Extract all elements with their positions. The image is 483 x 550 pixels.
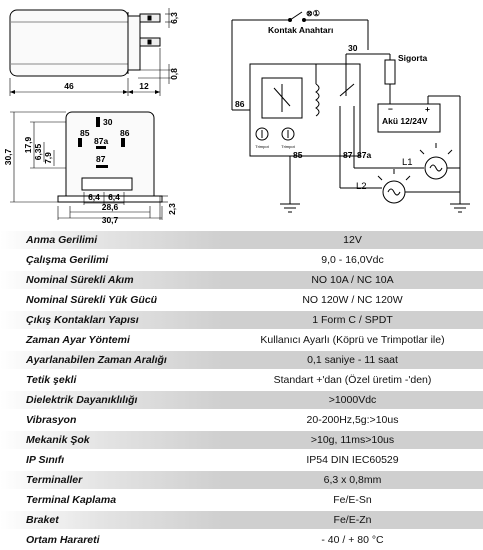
spec-label: Dielektrik Dayanıklılığı [0, 391, 222, 409]
dim-6-3: 6,3 [169, 12, 179, 24]
dim-30-7-vertical: 30,7 [3, 148, 13, 165]
dim-6-35: 6,35 [33, 143, 43, 160]
dim-6-4-right: 6,4 [108, 192, 120, 202]
dim-7-9: 7,9 [43, 152, 53, 164]
spec-label: Vibrasyon [0, 411, 222, 429]
spec-label: Çıkış Kontakları Yapısı [0, 311, 222, 329]
spec-value: NO 10A / NC 10A [222, 271, 483, 289]
spec-value: 20-200Hz,5g:>10us [222, 411, 483, 429]
dim-6-4-left: 6,4 [88, 192, 100, 202]
dim-17-9: 17,9 [23, 136, 33, 153]
switch-symbol: ⊗① [306, 9, 320, 18]
spec-label: Mekanik Şok [0, 431, 222, 449]
spec-value: 1 Form C / SPDT [222, 311, 483, 329]
spec-label: Braket [0, 511, 222, 529]
spec-value: Standart +'dan (Özel üretim -'den) [222, 371, 483, 389]
spec-label: Anma Gerilimi [0, 231, 222, 249]
node-87: 87 [343, 150, 353, 160]
dim-0-8: 0,8 [169, 68, 179, 80]
switch-label: Kontak Anahtarı [268, 25, 333, 35]
spec-value: 6,3 x 0,8mm [222, 471, 483, 489]
spec-value: Kullanıcı Ayarlı (Köprü ve Trimpotlar il… [222, 331, 483, 349]
trimpot-right-label: Trimpot [281, 144, 295, 149]
spec-label: Zaman Ayar Yöntemi [0, 331, 222, 349]
terminal-87a: 87a [94, 136, 108, 146]
spec-row: Mekanik Şok>10g, 11ms>10us [0, 431, 483, 449]
spec-label: Terminal Kaplama [0, 491, 222, 509]
node-87a: 87a [357, 150, 371, 160]
spec-row: Ortam Harareti- 40 / + 80 °C [0, 531, 483, 549]
dim-30-7-horizontal: 30,7 [102, 215, 119, 225]
dim-28-6: 28,6 [102, 202, 119, 212]
wiring-diagram [231, 11, 470, 213]
dim-2-3: 2,3 [167, 203, 177, 215]
battery-label: Akü 12/24V [382, 116, 428, 126]
spec-label: Ortam Harareti [0, 531, 222, 549]
terminal-30: 30 [103, 117, 113, 127]
spec-value: >1000Vdc [222, 391, 483, 409]
fuse-label: Sigorta [398, 53, 428, 63]
spec-value: NO 120W / NC 120W [222, 291, 483, 309]
spec-label: Tetik şekli [0, 371, 222, 389]
battery-minus: − [388, 104, 393, 114]
lamp-l1-label: L1 [402, 157, 413, 168]
node-30: 30 [348, 43, 358, 53]
spec-label: IP Sınıfı [0, 451, 222, 469]
battery-plus: + [425, 104, 430, 114]
spec-label: Terminaller [0, 471, 222, 489]
spec-value: 0,1 saniye - 11 saat [222, 351, 483, 369]
spec-value: 9,0 - 16,0Vdc [222, 251, 483, 269]
relay-bottom-view [10, 111, 168, 220]
terminal-87: 87 [96, 154, 106, 164]
spec-value: IP54 DIN IEC60529 [222, 451, 483, 469]
spec-row: Dielektrik Dayanıklılığı>1000Vdc [0, 391, 483, 409]
node-86: 86 [235, 99, 245, 109]
trimpot-left-label: Trimpot [255, 144, 269, 149]
terminal-86: 86 [120, 128, 130, 138]
terminal-85: 85 [80, 128, 90, 138]
spec-value: - 40 / + 80 °C [222, 531, 483, 549]
technical-drawing: 6,3 0,8 46 12 30,7 17,9 6,35 7,9 6,4 6,4… [3, 8, 470, 225]
spec-value: Fe/E-Sn [222, 491, 483, 509]
lamp-l2-label: L2 [356, 181, 367, 192]
dim-12: 12 [139, 81, 149, 91]
spec-label: Nominal Sürekli Akım [0, 271, 222, 289]
spec-label: Ayarlanabilen Zaman Aralığı [0, 351, 222, 369]
spec-value: 12V [222, 231, 483, 249]
spec-label: Çalışma Gerilimi [0, 251, 222, 269]
spec-value: >10g, 11ms>10us [222, 431, 483, 449]
node-85: 85 [293, 150, 303, 160]
spec-value: Fe/E-Zn [222, 511, 483, 529]
dim-46: 46 [64, 81, 74, 91]
spec-label: Nominal Sürekli Yük Gücü [0, 291, 222, 309]
relay-side-view [9, 8, 172, 96]
